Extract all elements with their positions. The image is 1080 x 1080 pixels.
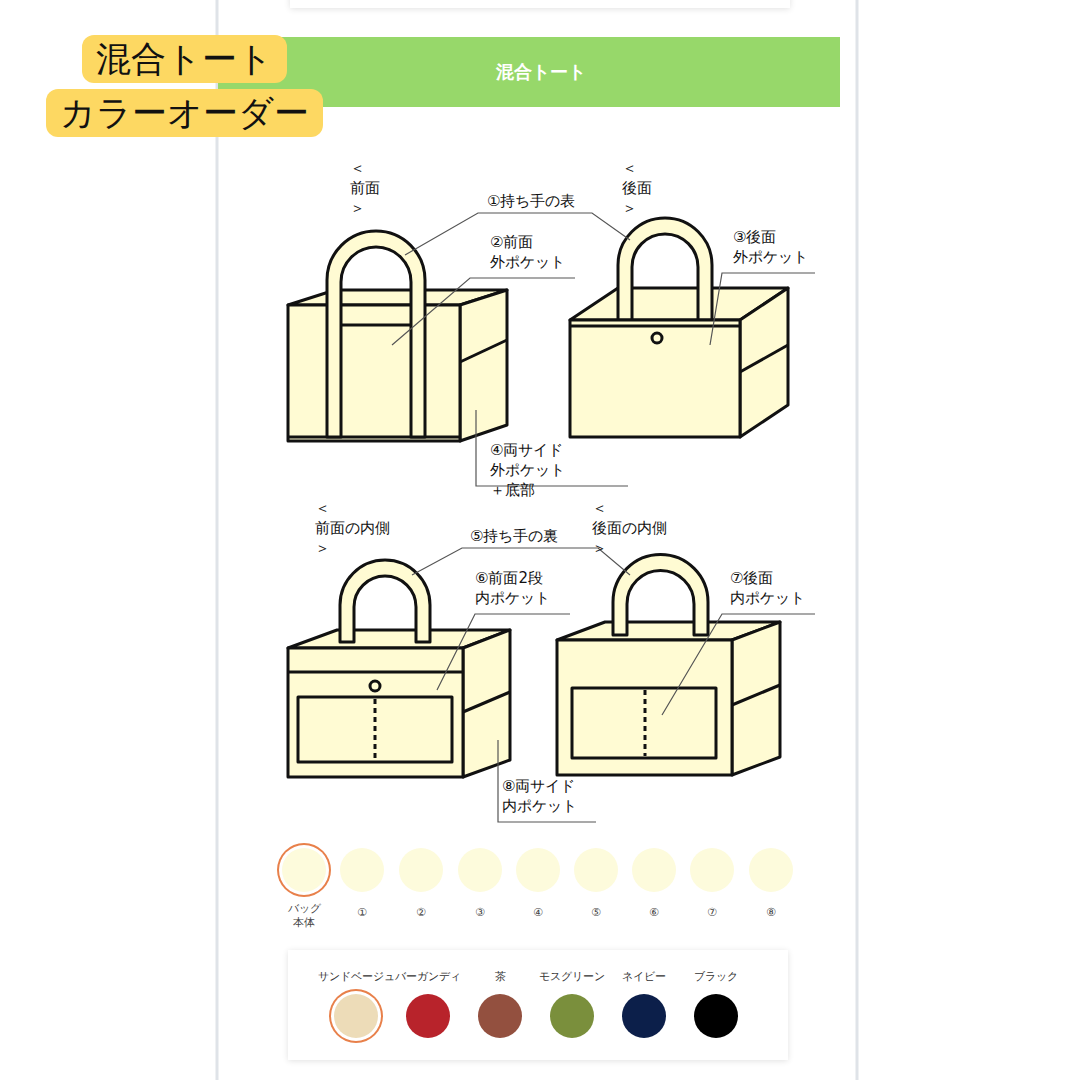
- bag-back: [570, 320, 740, 437]
- color-circle: [516, 848, 560, 892]
- slot-label: ⑤: [591, 906, 601, 920]
- pocket-top-line: [288, 671, 463, 674]
- bag-front: [288, 305, 460, 441]
- color-slot: ①: [330, 848, 394, 920]
- slot-label: ④: [533, 906, 543, 920]
- legend-text: ネイビー: [604, 970, 684, 984]
- bag-side: [740, 288, 788, 437]
- legend-item: バーガンディ: [388, 970, 468, 1038]
- color-circle: [690, 848, 734, 892]
- slot-label: ⑦: [707, 906, 717, 920]
- color-circle: [399, 848, 443, 892]
- color-circle: [458, 848, 502, 892]
- legend-item: ブラック: [676, 970, 756, 1038]
- color-swatch: [478, 994, 522, 1038]
- view-title: ＜後面＞: [622, 158, 652, 218]
- color-slot: ②: [389, 848, 453, 920]
- tag-text: 混合トート カラーオーダー: [46, 35, 323, 137]
- view-title: ＜後面の内側＞: [592, 498, 667, 558]
- leader-line: [498, 740, 596, 822]
- leader-line: [662, 614, 815, 715]
- legend-text: 茶: [460, 970, 540, 984]
- color-circle: [282, 848, 326, 892]
- side-pocket-line: [463, 692, 510, 712]
- frame-line: [856, 0, 859, 1080]
- slot-label: ③: [475, 906, 485, 920]
- slot-label: ⑧: [766, 906, 776, 920]
- legend-text: サンドベージュ: [316, 970, 396, 984]
- snap-button: [370, 681, 380, 691]
- leader-lines: [392, 213, 815, 822]
- color-slot: ③: [448, 848, 512, 920]
- slot-label: ②: [416, 906, 426, 920]
- band-title: 混合トート: [472, 60, 586, 84]
- color-slot: ⑦: [680, 848, 744, 920]
- slot-label: バッグ 本体: [288, 902, 321, 930]
- color-circle: [340, 848, 384, 892]
- title-tag: 混合トート カラーオーダー: [24, 32, 344, 140]
- view-title: ＜前面の内側＞: [315, 498, 390, 558]
- pocket-divider: [374, 699, 377, 760]
- view-title: ＜前面＞: [350, 158, 380, 218]
- part-callout: ⑤持ち手の裏: [470, 526, 558, 546]
- legend-item: 茶: [460, 970, 540, 1038]
- color-swatch: [334, 994, 378, 1038]
- color-slot: ⑤: [564, 848, 628, 920]
- part-callout: ②前面 外ポケット: [490, 232, 565, 272]
- pocket-line: [341, 324, 411, 327]
- color-slot: ⑥: [622, 848, 686, 920]
- part-callout: ⑦後面 内ポケット: [730, 568, 805, 608]
- side-pocket-line: [740, 345, 788, 372]
- snap-button: [652, 333, 662, 343]
- color-swatch: [622, 994, 666, 1038]
- pocket-line: [570, 325, 740, 328]
- color-circle: [749, 848, 793, 892]
- leader-line: [392, 278, 575, 345]
- part-callout: ③後面 外ポケット: [733, 227, 808, 267]
- side-pocket-line: [460, 340, 507, 362]
- legend-item: ネイビー: [604, 970, 684, 1038]
- handle: [613, 555, 708, 635]
- pocket-divider: [644, 690, 647, 756]
- part-callout: ⑥前面2段 内ポケット: [475, 568, 550, 608]
- leader-line: [437, 614, 570, 690]
- slot-label: ①: [357, 906, 367, 920]
- color-swatch: [550, 994, 594, 1038]
- handle: [327, 231, 425, 437]
- color-circle: [632, 848, 676, 892]
- part-callout: ④両サイド 外ポケット＋底部: [490, 440, 565, 500]
- part-callout: ①持ち手の表: [487, 191, 575, 211]
- color-swatch: [694, 994, 738, 1038]
- front-view: [288, 231, 507, 441]
- legend-text: バーガンディ: [388, 970, 468, 984]
- side-pocket-line: [732, 685, 780, 705]
- color-slot: バッグ 本体: [272, 848, 336, 930]
- inner-pocket: [298, 697, 452, 762]
- color-slot: ⑧: [739, 848, 803, 920]
- handle: [618, 218, 712, 320]
- color-slot: ④: [506, 848, 570, 920]
- bag-side: [460, 290, 507, 441]
- leader-line: [710, 273, 815, 345]
- bag-back-inner: [557, 640, 732, 775]
- top-card: [290, 0, 790, 8]
- back-inside-view: [557, 555, 780, 775]
- inner-pocket: [572, 688, 716, 758]
- legend-item: モスグリーン: [532, 970, 612, 1038]
- bag-front-inner: [288, 648, 463, 777]
- slot-label: ⑥: [649, 906, 659, 920]
- bottom-line: [288, 436, 460, 439]
- color-circle: [574, 848, 618, 892]
- legend-item: サンドベージュ: [316, 970, 396, 1038]
- bag-side: [463, 630, 510, 777]
- legend-text: モスグリーン: [532, 970, 612, 984]
- bag-side: [732, 622, 780, 775]
- color-swatch: [406, 994, 450, 1038]
- legend-text: ブラック: [676, 970, 756, 984]
- page-frame: [217, 0, 857, 1080]
- part-callout: ⑧両サイド 内ポケット: [502, 776, 577, 816]
- frame-line: [216, 0, 219, 1080]
